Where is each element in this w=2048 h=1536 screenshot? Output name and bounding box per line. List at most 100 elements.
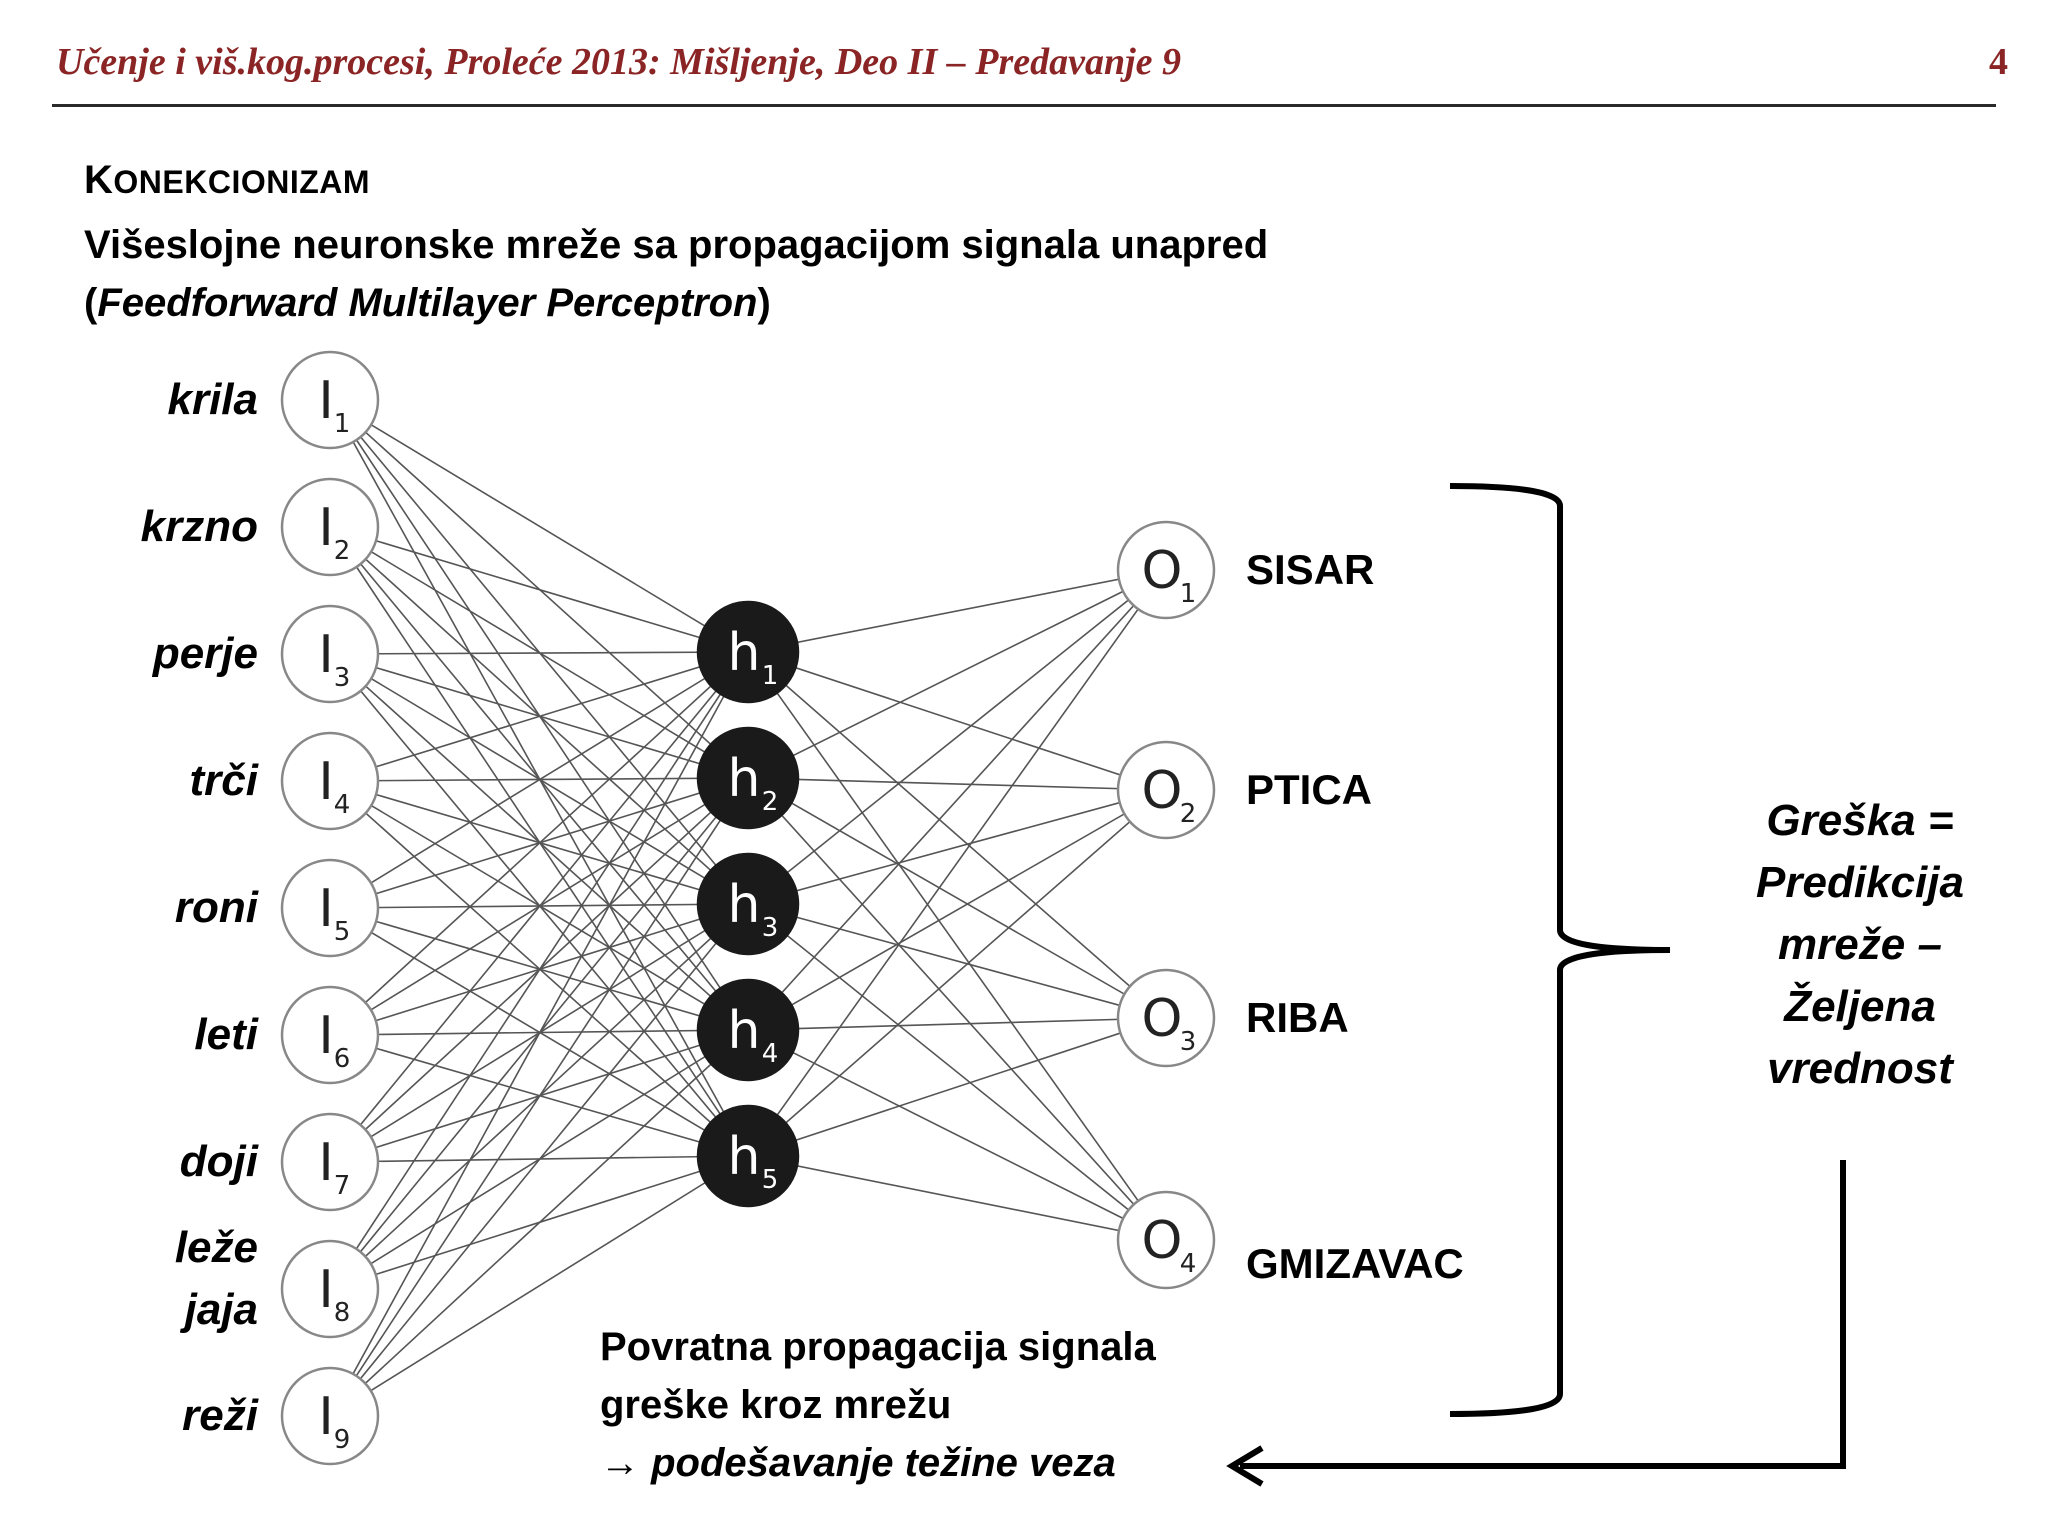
input-node-letter: I: [318, 1260, 333, 1320]
subtitle-paren-open: (: [84, 281, 98, 325]
connection-hidden-4-output-1: [747, 569, 1167, 1031]
connection-input-5-hidden-1: [329, 651, 749, 909]
connection-hidden-3-output-4: [747, 903, 1167, 1241]
connection-hidden-5-output-1: [747, 569, 1167, 1157]
connection-hidden-2-output-4: [747, 777, 1167, 1241]
connection-hidden-1-output-1: [747, 569, 1167, 653]
connection-hidden-5-output-3: [747, 1017, 1167, 1157]
feedback-arrow-head: [1226, 1445, 1264, 1487]
input-node-circle: [280, 1239, 380, 1339]
input-label-2: krzno: [141, 502, 258, 551]
input-node-circle: [280, 604, 380, 704]
slide-subtitle: Višeslojne neuronske mreže sa propagacij…: [84, 216, 1584, 332]
page-number: 4: [1989, 41, 2008, 83]
output-node-subscript: 2: [1180, 799, 1197, 829]
output-node-letter: O: [1142, 989, 1183, 1049]
hidden-node-circle: [696, 852, 800, 956]
connection-lines: [329, 399, 1167, 1417]
output-node-subscript: 3: [1180, 1027, 1197, 1057]
subtitle-line-1: Višeslojne neuronske mreže sa propagacij…: [84, 223, 1269, 267]
connection-hidden-4-output-2: [747, 789, 1167, 1031]
output-label-1: SISAR: [1246, 546, 1374, 593]
hidden-node-subscript: 3: [762, 913, 779, 943]
connection-hidden-2-output-2: [747, 777, 1167, 791]
input-node-subscript: 5: [334, 917, 351, 947]
annotation-graphics: [1226, 483, 1846, 1487]
hidden-node-circle: [696, 726, 800, 830]
connection-input-2-hidden-1: [329, 526, 749, 653]
hidden-node-letter: h: [728, 623, 761, 683]
input-label-6: leti: [194, 1010, 258, 1059]
backprop-result: podešavanje težine veza: [651, 1441, 1116, 1485]
hidden-node-subscript: 4: [762, 1039, 779, 1069]
hidden-node-circle: [696, 600, 800, 704]
backprop-line-3: → podešavanje težine veza: [600, 1434, 1300, 1492]
output-node-4: O4: [1116, 1190, 1216, 1290]
hidden-node-letter: h: [728, 749, 761, 809]
connection-input-7-hidden-1: [329, 651, 749, 1163]
feedback-arrow-line: [1240, 1160, 1846, 1469]
subtitle-line-2: (Feedforward Multilayer Perceptron): [84, 274, 1584, 332]
error-line-1: Greška =: [1766, 796, 1954, 845]
connection-hidden-3-output-1: [747, 569, 1167, 905]
output-node-subscript: 1: [1180, 579, 1197, 609]
input-node-subscript: 9: [334, 1425, 351, 1455]
hidden-node-letter: h: [728, 1001, 761, 1061]
connection-hidden-2-output-1: [747, 569, 1167, 779]
node-labels: krilakrznoperjetrčironiletidojiležejajar…: [141, 375, 1464, 1440]
connection-hidden-5-output-2: [747, 789, 1167, 1157]
connection-input-9-hidden-3: [329, 903, 749, 1417]
input-label-1: krila: [167, 375, 258, 424]
connection-hidden-3-output-3: [747, 903, 1167, 1019]
input-label-8: jaja: [180, 1285, 258, 1334]
arrow-right-icon: →: [600, 1441, 640, 1485]
error-brace: [1449, 483, 1671, 1417]
connection-hidden-2-output-3: [747, 777, 1167, 1019]
error-line-3: mreže –: [1778, 920, 1942, 969]
input-node-circle: [280, 477, 380, 577]
slide-heading: KONEKCIONIZAM: [84, 158, 370, 203]
error-line-5: vrednost: [1767, 1044, 1953, 1093]
connection-input-9-hidden-1: [329, 651, 749, 1417]
output-node-circle: [1116, 740, 1216, 840]
input-node-subscript: 4: [334, 790, 351, 820]
input-node-letter: I: [318, 625, 333, 685]
hidden-node-letter: h: [728, 1127, 761, 1187]
input-label-8: leže: [175, 1223, 258, 1272]
input-node-circle: [280, 1366, 380, 1466]
output-node-letter: O: [1142, 1211, 1183, 1271]
input-node-subscript: 1: [334, 409, 351, 439]
output-node-1: O1: [1116, 520, 1216, 620]
output-node-2: O2: [1116, 740, 1216, 840]
output-label-4: GMIZAVAC: [1246, 1240, 1464, 1287]
hidden-node-letter: h: [728, 875, 761, 935]
connection-hidden-4-output-3: [747, 1017, 1167, 1031]
subtitle-paren-close: ): [757, 281, 771, 325]
input-node-letter: I: [318, 498, 333, 558]
hidden-node-subscript: 5: [762, 1165, 779, 1195]
input-node-subscript: 6: [334, 1044, 351, 1074]
connection-hidden-1-output-3: [747, 651, 1167, 1019]
output-node-3: O3: [1116, 968, 1216, 1068]
input-node-circle: [280, 985, 380, 1085]
input-node-letter: I: [318, 1133, 333, 1193]
output-node-circle: [1116, 1190, 1216, 1290]
output-node-letter: O: [1142, 761, 1183, 821]
input-label-3: perje: [152, 629, 258, 678]
subtitle-english-term: Feedforward Multilayer Perceptron: [97, 281, 758, 325]
output-node-subscript: 4: [1180, 1249, 1197, 1279]
input-node-subscript: 2: [334, 536, 351, 566]
backprop-description: Povratna propagacija signala greške kroz…: [600, 1318, 1300, 1492]
hidden-node-subscript: 2: [762, 787, 779, 817]
input-node-subscript: 7: [334, 1171, 351, 1201]
